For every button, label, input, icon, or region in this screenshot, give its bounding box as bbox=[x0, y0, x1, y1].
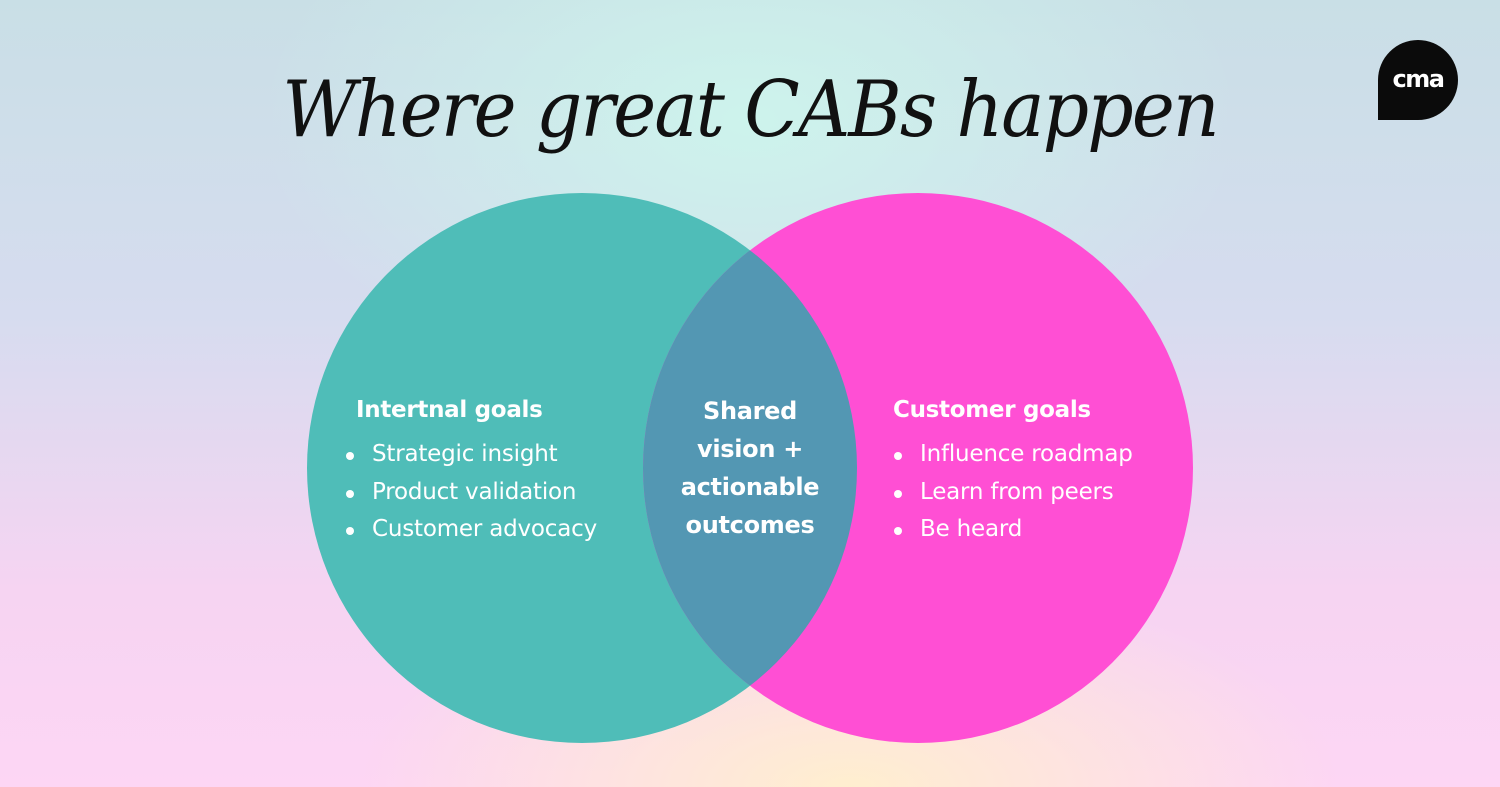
list-item: Strategic insight bbox=[344, 436, 597, 474]
customer-goals-heading: Customer goals bbox=[893, 397, 1091, 423]
bullet-icon bbox=[894, 527, 902, 535]
bullet-icon bbox=[346, 452, 354, 460]
cma-logo-icon: cma bbox=[1378, 40, 1458, 120]
page-title: Where great CABs happen bbox=[282, 65, 1219, 155]
list-item: Product validation bbox=[344, 474, 597, 512]
shared-outcomes-label: Shared vision + actionable outcomes bbox=[680, 397, 820, 539]
internal-goals-heading: Intertnal goals bbox=[356, 397, 543, 423]
bullet-icon bbox=[894, 489, 902, 498]
list-item: Customer advocacy bbox=[344, 511, 597, 549]
internal-goals-list: Strategic insight Product validation Cus… bbox=[344, 436, 597, 549]
internal-goals-group: Intertnal goals Strategic insight Produc… bbox=[344, 396, 597, 549]
logo-text: cma bbox=[1392, 65, 1445, 93]
bullet-icon bbox=[346, 489, 354, 498]
list-item: Influence roadmap bbox=[892, 436, 1133, 474]
customer-goals-group: Customer goals Influence roadmap Learn f… bbox=[892, 396, 1133, 549]
bullet-icon bbox=[346, 527, 354, 535]
list-item: Learn from peers bbox=[892, 474, 1133, 512]
list-item: Be heard bbox=[892, 511, 1133, 549]
customer-goals-list: Influence roadmap Learn from peers Be he… bbox=[892, 436, 1133, 549]
overlap-region bbox=[643, 193, 857, 743]
bullet-icon bbox=[894, 452, 902, 460]
